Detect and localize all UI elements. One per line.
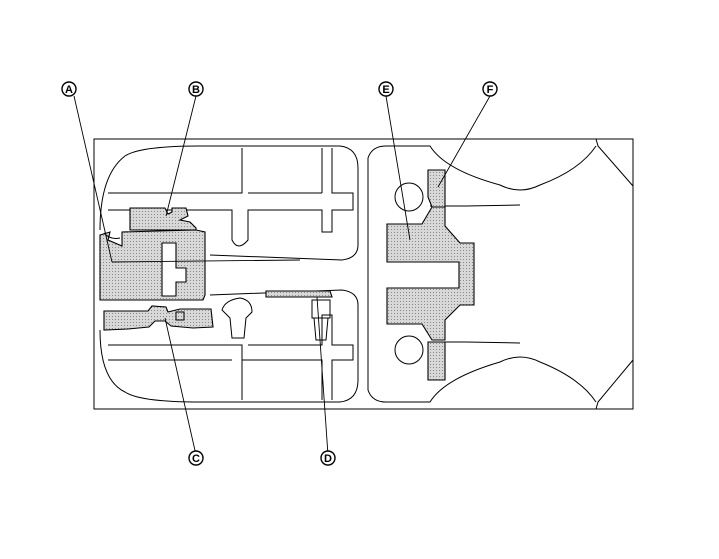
callout-b-label: B: [192, 84, 200, 96]
insulator-panel-c: [103, 305, 214, 331]
insulator-panel-f: [427, 169, 446, 208]
leader-lines: [73, 95, 491, 456]
callout-f: F: [482, 81, 498, 97]
insulator-panel-a: [99, 229, 206, 301]
insulator-panel-b: [129, 207, 197, 231]
callout-d: D: [320, 450, 336, 466]
insulator-panels: [99, 169, 475, 381]
callout-d-label: D: [324, 453, 332, 465]
callout-c: C: [188, 450, 204, 466]
callout-f-label: F: [487, 84, 494, 96]
callout-a: A: [61, 81, 77, 97]
insulator-panel-d: [265, 290, 333, 298]
vehicle-floor-outline: [93, 138, 634, 410]
callout-b: B: [188, 81, 204, 97]
insulator-panel-f-lower: [427, 341, 446, 381]
callout-e: E: [378, 81, 394, 97]
callout-a-label: A: [65, 84, 73, 96]
insulator-panel-e: [386, 206, 475, 341]
callout-e-label: E: [382, 84, 389, 96]
callout-c-label: C: [192, 453, 200, 465]
